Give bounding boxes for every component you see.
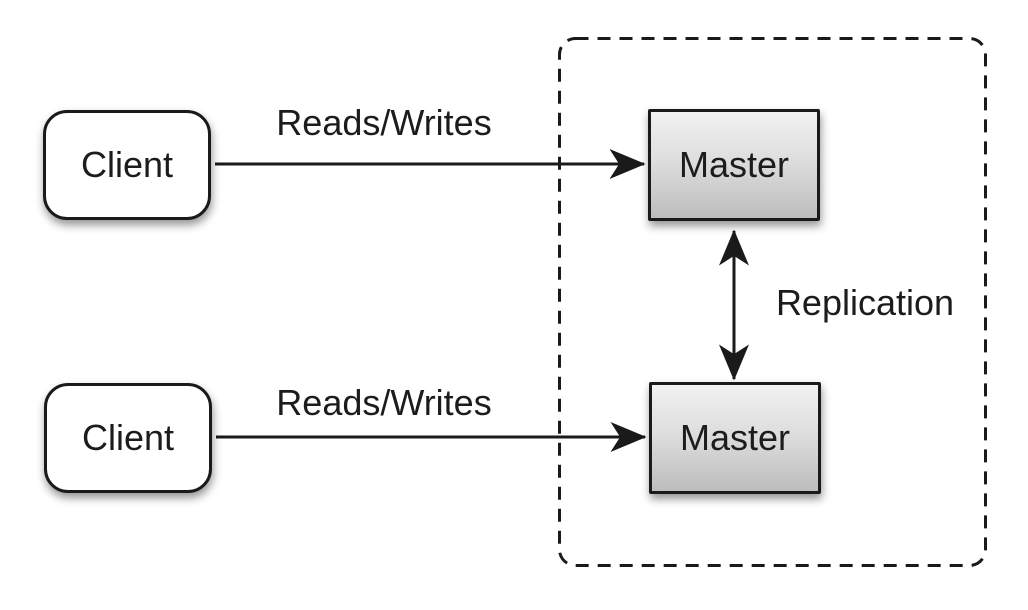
edge-label-reads-writes-bottom: Reads/Writes — [276, 382, 492, 423]
replication-zone-dashed-border — [558, 37, 987, 567]
node-client-top: Client — [43, 110, 211, 220]
node-master-top-label: Master — [678, 144, 790, 185]
node-master-bottom: Master — [649, 382, 821, 494]
node-master-bottom-label: Master — [679, 417, 791, 458]
node-client-bottom: Client — [44, 383, 212, 493]
node-master-top: Master — [648, 109, 820, 221]
node-client-bottom-label: Client — [81, 417, 175, 458]
edge-label-replication: Replication — [775, 282, 955, 323]
node-client-top-label: Client — [80, 144, 174, 185]
edge-label-reads-writes-top: Reads/Writes — [276, 102, 492, 143]
